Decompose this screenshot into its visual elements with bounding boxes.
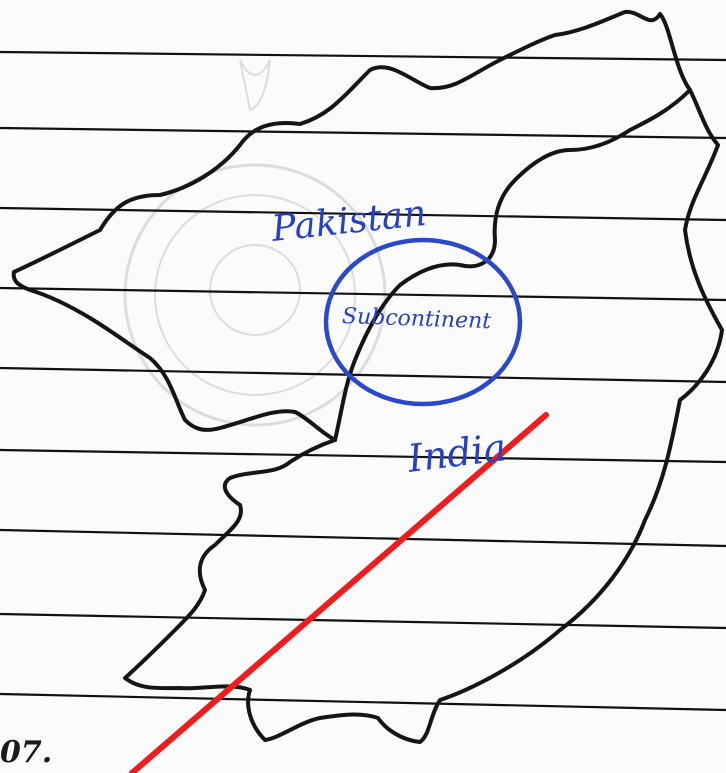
label-subcontinent: Subcontinent xyxy=(341,304,492,335)
label-india: India xyxy=(405,425,509,481)
border-line xyxy=(333,88,692,442)
subcontinent-circle xyxy=(323,237,523,407)
map-outline xyxy=(11,9,724,744)
strike-line xyxy=(129,412,549,773)
margin-number: 07. xyxy=(0,735,53,770)
ruled-lines xyxy=(0,50,726,712)
